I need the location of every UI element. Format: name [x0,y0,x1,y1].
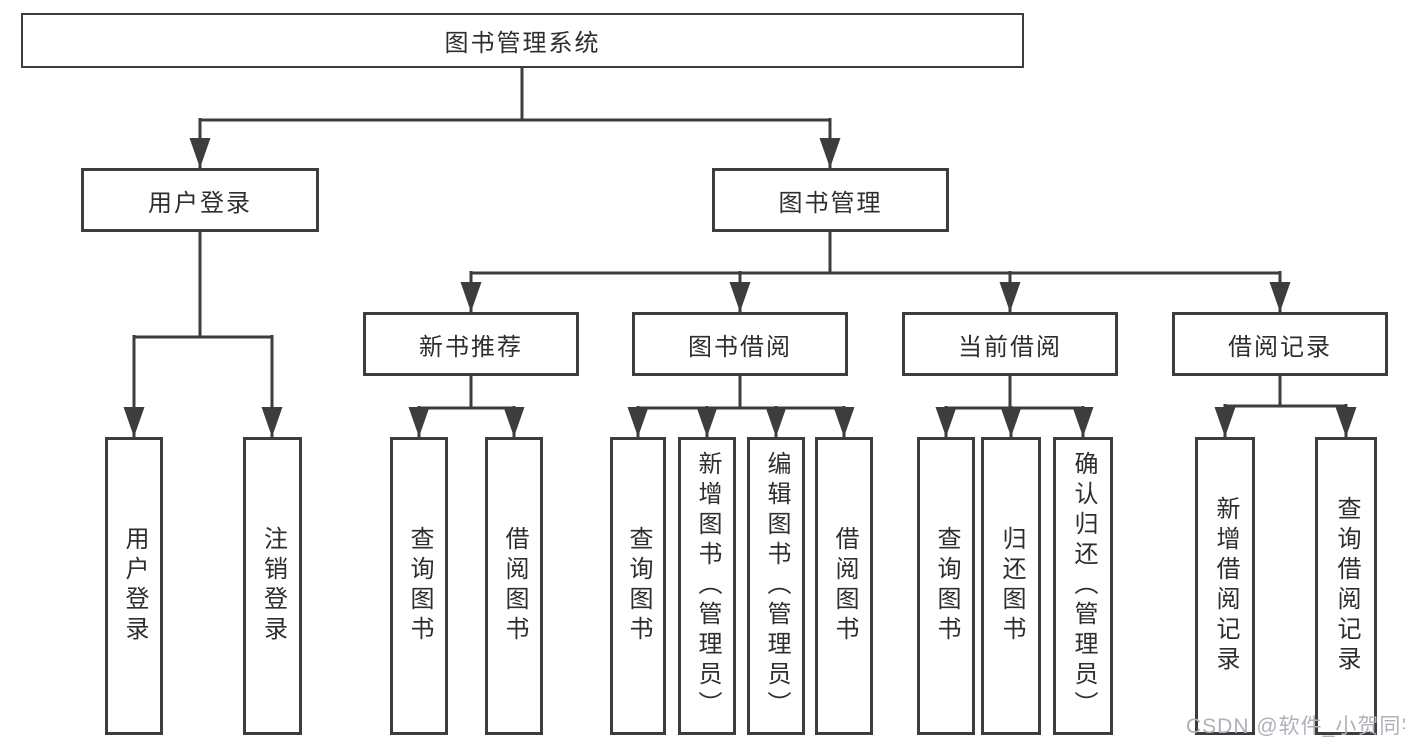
leaf-newbooks-query-books: 查询图书 [390,437,448,735]
leaf-user-login-label: 用户登录 [121,526,148,646]
leaf-newbooks-query-books-label: 查询图书 [406,526,433,646]
leaf-borrowing-borrow-books-label: 借阅图书 [831,526,858,646]
leaf-current-query-books-label: 查询图书 [933,526,960,646]
leaf-borrowing-edit-books-admin-label: 编辑图书（管理员） [763,451,790,721]
node-book-management-label: 图书管理 [778,189,883,217]
node-borrow-records-label: 借阅记录 [1228,333,1332,361]
node-borrow-records: 借阅记录 [1172,312,1388,376]
node-current-borrowing: 当前借阅 [902,312,1118,376]
leaf-current-return-books-label: 归还图书 [998,526,1025,646]
node-new-book-recommend-label: 新书推荐 [419,333,523,361]
leaf-borrowing-query-books: 查询图书 [610,437,666,735]
node-current-borrowing-label: 当前借阅 [958,333,1062,361]
leaf-records-query-record-label: 查询借阅记录 [1333,496,1360,676]
leaf-current-return-books: 归还图书 [981,437,1041,735]
node-book-management: 图书管理 [712,168,949,232]
leaf-logout: 注销登录 [243,437,302,735]
leaf-current-confirm-return-admin-label: 确认归还（管理员） [1070,451,1097,721]
leaf-user-login: 用户登录 [105,437,163,735]
leaf-newbooks-borrow-books-label: 借阅图书 [501,526,528,646]
leaf-current-confirm-return-admin: 确认归还（管理员） [1053,437,1113,735]
node-book-borrowing: 图书借阅 [632,312,848,376]
node-user-login: 用户登录 [81,168,319,232]
leaf-logout-label: 注销登录 [259,526,287,646]
watermark: CSDN @软件_小贺同学 [1186,715,1405,738]
leaf-current-query-books: 查询图书 [917,437,975,735]
node-library-system-label: 图书管理系统 [444,30,601,57]
node-new-book-recommend: 新书推荐 [363,312,579,376]
leaf-borrowing-edit-books-admin: 编辑图书（管理员） [747,437,805,735]
leaf-records-add-record-label: 新增借阅记录 [1212,496,1239,676]
leaf-borrowing-query-books-label: 查询图书 [625,526,652,646]
leaf-newbooks-borrow-books: 借阅图书 [485,437,543,735]
node-user-login-label: 用户登录 [148,189,252,217]
leaf-borrowing-add-books-admin-label: 新增图书（管理员） [694,451,721,721]
leaf-borrowing-borrow-books: 借阅图书 [815,437,873,735]
node-library-system: 图书管理系统 [21,13,1024,68]
leaf-records-query-record: 查询借阅记录 [1315,437,1377,735]
leaf-borrowing-add-books-admin: 新增图书（管理员） [678,437,736,735]
node-book-borrowing-label: 图书借阅 [688,333,792,361]
leaf-records-add-record: 新增借阅记录 [1195,437,1255,735]
